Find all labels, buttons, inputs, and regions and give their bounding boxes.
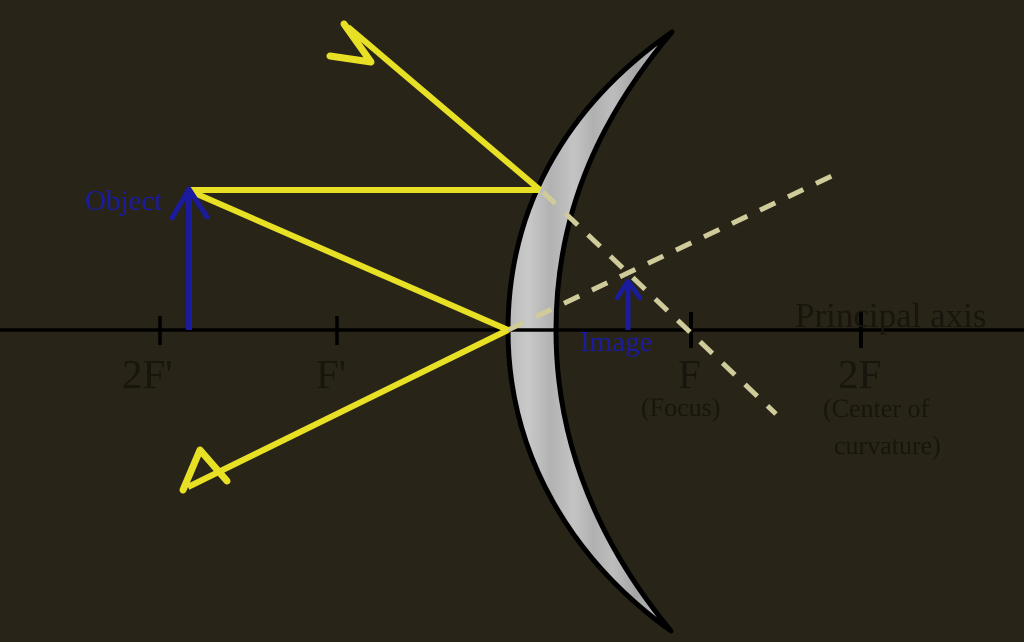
object-arrow-head [169, 186, 210, 221]
label-center-of-curvature-line2: curvature) [834, 431, 941, 460]
image-arrow-head [614, 278, 643, 301]
virtual-ray-lower-right-dashed [541, 190, 778, 416]
label-center-of-curvature-line1: (Center of [823, 394, 930, 423]
image-label: Image [580, 326, 653, 358]
label-2f: 2F [838, 351, 882, 397]
label-f: F [678, 351, 701, 397]
concave-mirror-shape [505, 29, 675, 634]
principal-axis-label: Principal axis [795, 296, 987, 335]
label-2f-prime: 2F' [122, 351, 173, 397]
reflected-ray-lower-arrowhead [179, 446, 231, 494]
object-label: Object [85, 185, 163, 217]
incident-ray-to-vertex [188, 188, 510, 333]
reflected-ray-upper [346, 24, 542, 193]
label-focus-note: (Focus) [641, 393, 721, 422]
label-f-prime: F' [316, 351, 347, 397]
reflected-ray-lower [186, 327, 510, 490]
reflected-ray-upper-arrowhead [326, 20, 375, 66]
